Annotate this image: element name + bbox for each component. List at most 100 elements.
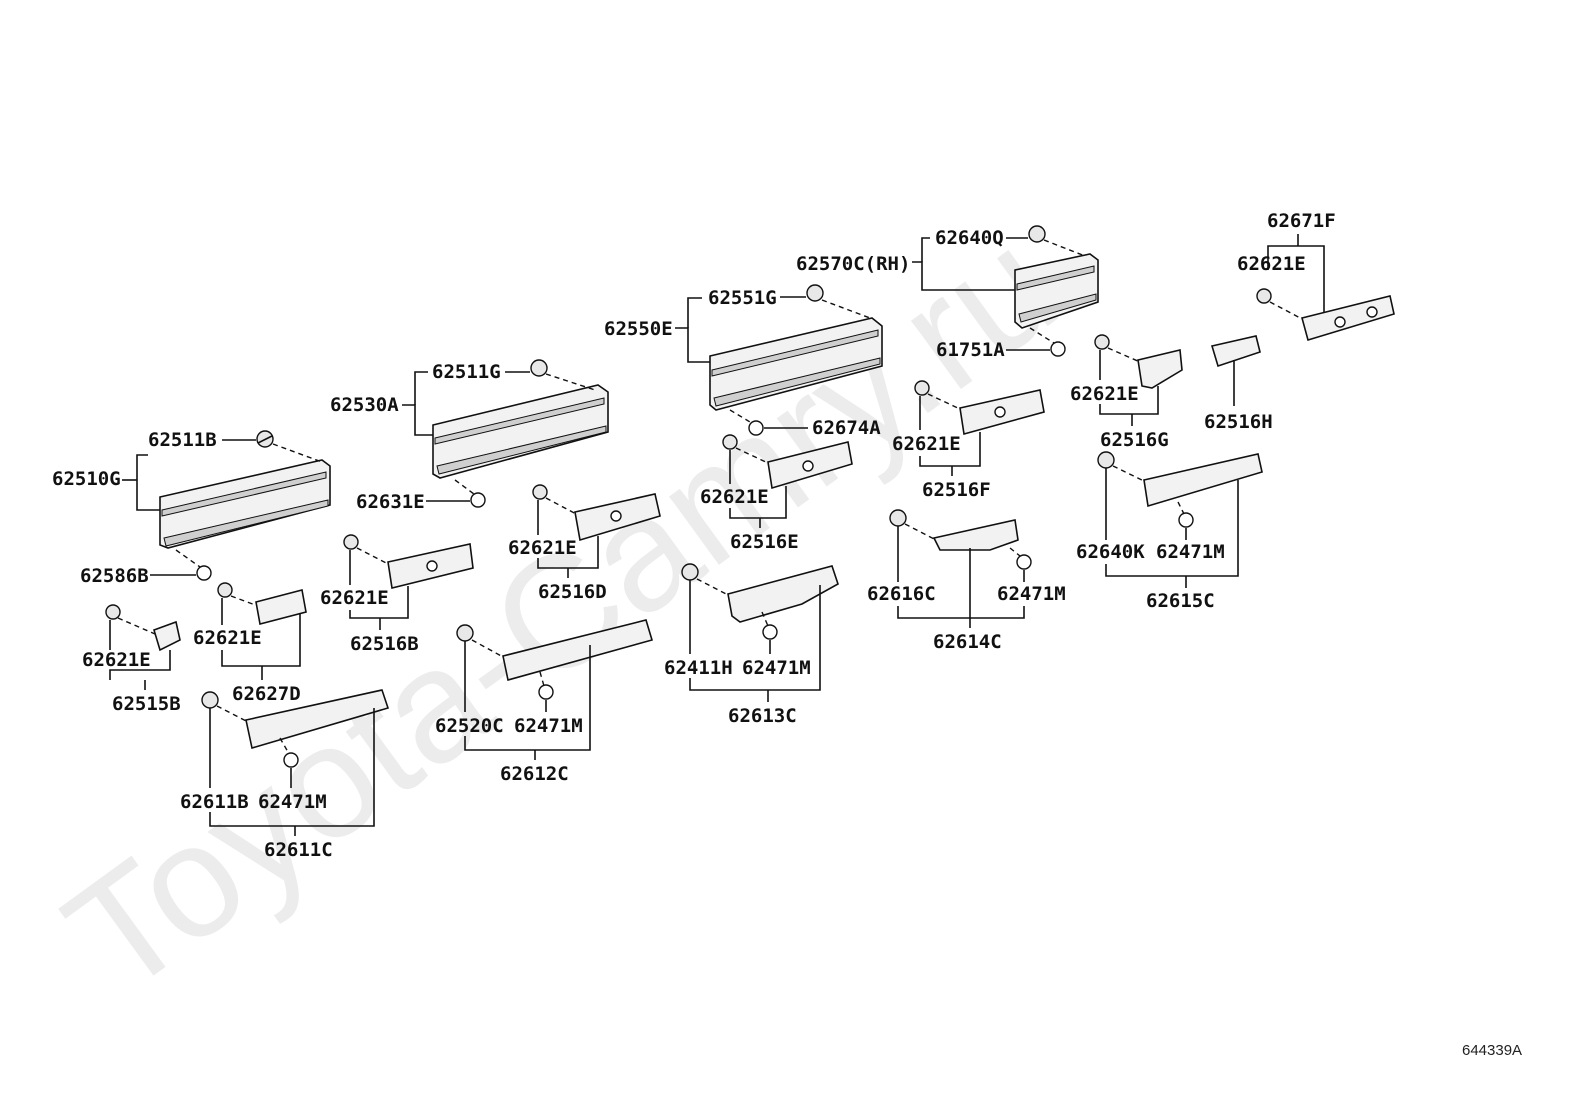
label-62621E-5: 62621E bbox=[700, 486, 769, 508]
label-62640Q: 62640Q bbox=[935, 227, 1004, 249]
label-62614C: 62614C bbox=[933, 631, 1002, 653]
clip-62551G[interactable] bbox=[806, 284, 824, 302]
clip-62511G[interactable] bbox=[530, 359, 548, 377]
bracket-62627D[interactable] bbox=[255, 589, 307, 625]
label-62515B: 62515B bbox=[112, 693, 181, 715]
label-62627D: 62627D bbox=[232, 683, 301, 705]
garnish-62671F[interactable] bbox=[1301, 295, 1395, 342]
label-62621E-2: 62621E bbox=[193, 627, 262, 649]
garnish-62516B-group bbox=[343, 534, 474, 630]
label-62621E-8: 62621E bbox=[1237, 253, 1306, 275]
label-62510G: 62510G bbox=[52, 468, 121, 490]
garnish-62516E-group bbox=[722, 434, 853, 528]
label-62471M-1: 62471M bbox=[258, 791, 327, 813]
grommet-61751A[interactable] bbox=[1050, 341, 1066, 357]
clip-62621E-5[interactable] bbox=[722, 434, 738, 450]
grommet-62471M-3[interactable] bbox=[762, 624, 778, 640]
bracket-62515B[interactable] bbox=[153, 620, 181, 652]
retainer-62611C[interactable] bbox=[245, 689, 390, 750]
clip-62621E-2[interactable] bbox=[217, 582, 233, 598]
label-62671F: 62671F bbox=[1267, 210, 1336, 232]
moulding-62530A-group bbox=[402, 359, 609, 508]
grommet-62586B[interactable] bbox=[196, 565, 212, 581]
label-62516D: 62516D bbox=[538, 581, 607, 603]
label-62516B: 62516B bbox=[350, 633, 419, 655]
clip-62621E-8[interactable] bbox=[1256, 288, 1272, 304]
label-62611B: 62611B bbox=[180, 791, 249, 813]
bracket-62627D-group bbox=[217, 582, 307, 680]
retainer-62612C[interactable] bbox=[502, 619, 654, 681]
moulding-62510G-group bbox=[122, 430, 331, 581]
label-62611C: 62611C bbox=[264, 839, 333, 861]
retainer-62613C[interactable] bbox=[727, 565, 839, 623]
label-62471M-2: 62471M bbox=[514, 715, 583, 737]
label-62411H: 62411H bbox=[664, 657, 733, 679]
bracket-62515B-group bbox=[105, 604, 181, 690]
clip-62640K[interactable] bbox=[1097, 451, 1115, 469]
label-62631E: 62631E bbox=[356, 491, 425, 513]
label-62471M-4: 62471M bbox=[997, 583, 1066, 605]
label-62520C: 62520C bbox=[435, 715, 504, 737]
clip-62621E-1[interactable] bbox=[105, 604, 121, 620]
retainer-62615C[interactable] bbox=[1143, 453, 1263, 508]
label-62511B: 62511B bbox=[148, 429, 217, 451]
clip-62611B[interactable] bbox=[201, 691, 219, 709]
retainer-62614C[interactable] bbox=[932, 519, 1019, 551]
diagram-reference-number: 644339A bbox=[1462, 1042, 1522, 1059]
label-62511G: 62511G bbox=[432, 361, 501, 383]
clip-62520C[interactable] bbox=[456, 624, 474, 642]
label-62516E: 62516E bbox=[730, 531, 799, 553]
retainer-62613C-group bbox=[681, 563, 839, 702]
clip-62411H[interactable] bbox=[681, 563, 699, 581]
garnish-62516D-group bbox=[532, 484, 661, 578]
garnish-62516G-group bbox=[1094, 334, 1183, 426]
label-62612C: 62612C bbox=[500, 763, 569, 785]
label-62516H: 62516H bbox=[1204, 411, 1273, 433]
garnish-62671F-group bbox=[1256, 234, 1395, 342]
label-62570C: 62570C(RH) bbox=[796, 253, 910, 275]
label-62621E-1: 62621E bbox=[82, 649, 151, 671]
label-62516F: 62516F bbox=[922, 479, 991, 501]
clip-62621E-4[interactable] bbox=[532, 484, 548, 500]
label-62586B: 62586B bbox=[80, 565, 149, 587]
grommet-62674A[interactable] bbox=[748, 420, 764, 436]
label-62471M-3: 62471M bbox=[742, 657, 811, 679]
label-62674A: 62674A bbox=[812, 417, 881, 439]
clip-62511B[interactable] bbox=[256, 430, 274, 448]
label-62621E-3: 62621E bbox=[320, 587, 389, 609]
retainer-62611C-group bbox=[201, 689, 390, 836]
grommet-62471M-4[interactable] bbox=[1016, 554, 1032, 570]
retainer-62612C-group bbox=[456, 619, 654, 760]
label-62621E-4: 62621E bbox=[508, 537, 577, 559]
clip-62640Q[interactable] bbox=[1028, 225, 1046, 243]
grommet-62471M-5[interactable] bbox=[1178, 512, 1194, 528]
grommet-62471M-2[interactable] bbox=[538, 684, 554, 700]
label-62621E-7: 62621E bbox=[1070, 383, 1139, 405]
garnish-62516H[interactable] bbox=[1210, 335, 1261, 368]
moulding-62550E-group bbox=[675, 284, 883, 436]
label-62516G: 62516G bbox=[1100, 429, 1169, 451]
label-62616C: 62616C bbox=[867, 583, 936, 605]
grommet-62471M-1[interactable] bbox=[283, 752, 299, 768]
label-62550E: 62550E bbox=[604, 318, 673, 340]
moulding-62570C-group bbox=[912, 225, 1099, 357]
label-62613C: 62613C bbox=[728, 705, 797, 727]
grommet-62631E[interactable] bbox=[470, 492, 486, 508]
garnish-62516G[interactable] bbox=[1137, 349, 1183, 389]
label-62621E-6: 62621E bbox=[892, 433, 961, 455]
clip-62621E-6[interactable] bbox=[914, 380, 930, 396]
retainer-62614C-group bbox=[889, 509, 1032, 628]
label-62530A: 62530A bbox=[330, 394, 399, 416]
clip-62621E-7[interactable] bbox=[1094, 334, 1110, 350]
label-62640K: 62640K bbox=[1076, 541, 1145, 563]
garnish-62516H-group bbox=[1210, 335, 1261, 406]
clip-62616C[interactable] bbox=[889, 509, 907, 527]
label-62615C: 62615C bbox=[1146, 590, 1215, 612]
watermark: Toyota-Camry.ru bbox=[35, 195, 1087, 1028]
garnish-62516F-group bbox=[914, 380, 1045, 476]
retainer-62615C-group bbox=[1097, 451, 1263, 588]
label-62471M-5: 62471M bbox=[1156, 541, 1225, 563]
clip-62621E-3[interactable] bbox=[343, 534, 359, 550]
label-61751A: 61751A bbox=[936, 339, 1005, 361]
